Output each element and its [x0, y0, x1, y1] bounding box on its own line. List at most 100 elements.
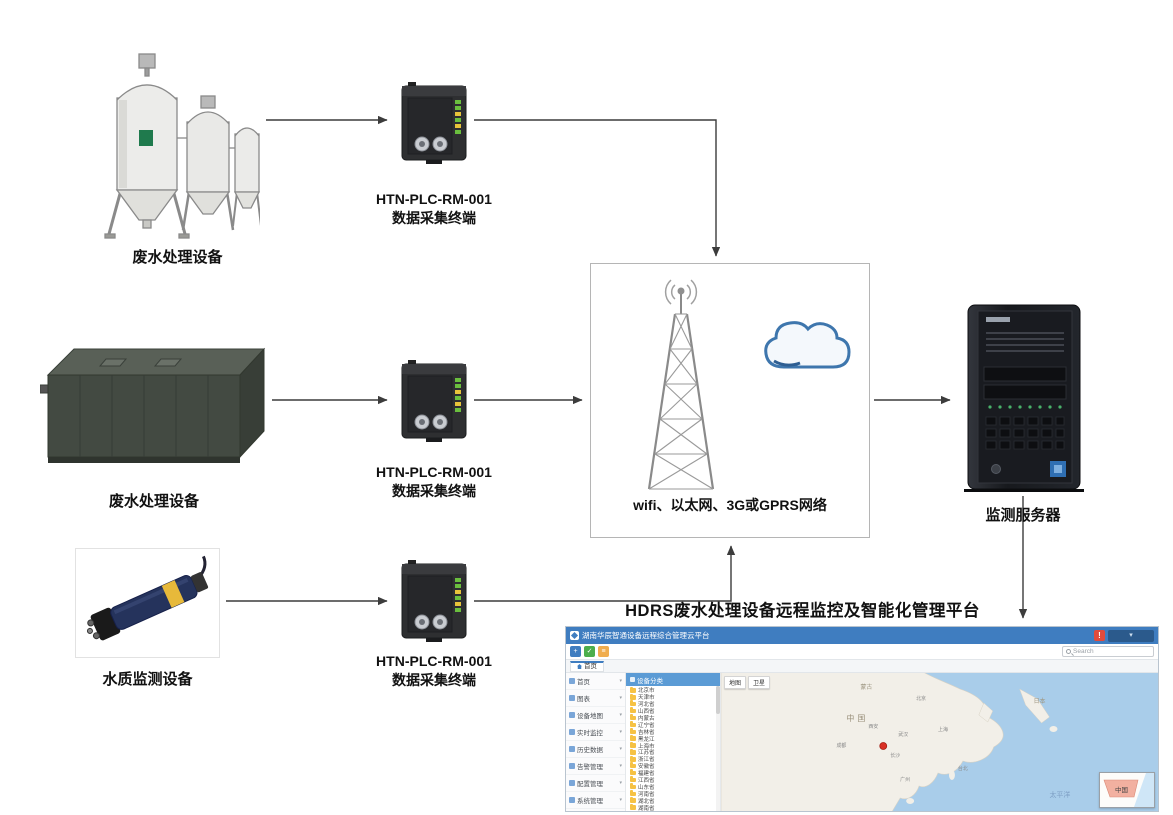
folder-label: 山东省 — [638, 784, 655, 791]
sidebar-menu-item[interactable]: 设备地图 ▾ — [566, 707, 625, 724]
alarm-icon[interactable]: ! — [1094, 630, 1105, 641]
communication-tower-icon — [647, 279, 851, 490]
device-tree-folder[interactable]: 山西省 — [630, 707, 716, 715]
folder-icon — [630, 755, 636, 762]
device-tree-folder[interactable]: 湖北省 — [630, 797, 716, 805]
server-tower-image — [958, 303, 1088, 493]
folder-label: 黑龙江 — [638, 736, 655, 743]
folder-label: 福建省 — [638, 771, 655, 778]
plc-type: 数据采集终端 — [392, 482, 476, 499]
device-tree-title: 设备分类 — [637, 677, 663, 685]
map-label-japan: 日本 — [1034, 697, 1046, 705]
sidebar-menu-item[interactable]: 图表 ▾ — [566, 690, 625, 707]
chevron-down-icon: ▾ — [619, 678, 622, 684]
platform-logo-icon — [570, 631, 579, 640]
platform-title: HDRS废水处理设备远程监控及智能化管理平台 — [625, 602, 980, 620]
network-label: wifi、以太网、3G或GPRS网络 — [633, 497, 827, 513]
user-menu[interactable]: ▾ — [1108, 629, 1154, 642]
map-type-map-button[interactable]: 地图 — [724, 676, 747, 689]
device-tree-folder[interactable]: 江西省 — [630, 776, 716, 785]
toolbar-confirm-button[interactable]: ✓ — [584, 646, 595, 657]
search-box[interactable] — [1062, 646, 1154, 657]
device-tree-folder[interactable]: 内蒙古 — [630, 714, 716, 722]
sidebar-menu-item[interactable]: 告警管理 ▾ — [566, 758, 625, 775]
device-tree-folder[interactable]: 浙江省 — [630, 755, 716, 763]
device-tree-folder[interactable]: 江苏省 — [630, 748, 716, 757]
folder-icon — [630, 714, 636, 721]
folder-label: 天津市 — [638, 695, 655, 702]
tab-home[interactable]: 首页 — [570, 660, 604, 672]
tree-scrollbar[interactable] — [716, 686, 720, 811]
device-tree-folder[interactable]: 吉林省 — [630, 728, 716, 736]
folder-icon — [630, 721, 636, 728]
wastewater-tanks-image — [95, 38, 262, 243]
sidebar-menu-item[interactable]: 系统管理 ▾ — [566, 792, 625, 809]
menu-item-icon — [569, 746, 575, 752]
sidebar-menu-item[interactable]: 实时监控 ▾ — [566, 724, 625, 741]
sidebar-menu-item[interactable]: 首页 ▾ — [566, 673, 625, 690]
map-city: 西安 — [868, 723, 878, 730]
folder-icon — [630, 700, 636, 707]
device-tree-folder[interactable]: 河北省 — [630, 700, 716, 709]
folder-label: 河北省 — [638, 702, 655, 709]
folder-icon — [630, 707, 636, 714]
device-tree-header: 设备分类 — [626, 673, 720, 686]
search-input[interactable] — [1073, 648, 1143, 655]
sensor-label: 水质监测设备 — [102, 671, 193, 688]
chevron-down-icon: ▾ — [619, 746, 622, 752]
platform-toolbar: + ✓ ≡ — [566, 644, 1158, 660]
menu-item-icon — [569, 695, 575, 701]
folder-label: 江西省 — [638, 778, 655, 785]
cloud-icon — [764, 321, 851, 369]
map-city: 成都 — [836, 742, 846, 749]
folder-label: 上海市 — [638, 743, 655, 750]
map-area[interactable]: 蒙古 中国 日本 太平洋 北京 西安 武汉 长沙 上海 成都 广州 台北 — [721, 673, 1158, 811]
folder-label: 湖南省 — [638, 805, 655, 811]
chevron-down-icon: ▾ — [619, 695, 622, 701]
search-icon — [1066, 649, 1071, 654]
map-type-satellite-button[interactable]: 卫星 — [748, 676, 771, 689]
device-tree-folder[interactable]: 辽宁省 — [630, 721, 716, 729]
chevron-down-icon: ▾ — [619, 712, 622, 718]
device-tree-folder[interactable]: 黑龙江 — [630, 735, 716, 743]
folder-label: 江苏省 — [638, 750, 655, 757]
map-controls: 地图 卫星 — [724, 676, 771, 689]
device-tree-folder[interactable]: 山东省 — [630, 783, 716, 791]
chevron-down-icon: ▾ — [619, 780, 622, 786]
map-inset-overview[interactable]: 中国 — [1099, 772, 1155, 808]
server-label: 监测服务器 — [985, 507, 1061, 524]
plc-type: 数据采集终端 — [392, 209, 476, 226]
plc-model: HTN-PLC-RM-001 — [376, 464, 492, 480]
china-map: 蒙古 中国 日本 太平洋 北京 西安 武汉 长沙 上海 成都 广州 台北 — [721, 673, 1158, 811]
menu-item-label: 首页 — [577, 679, 590, 686]
device-tree-folder[interactable]: 湖南省 — [630, 803, 716, 811]
menu-item-icon — [569, 678, 575, 684]
device-tree-folder[interactable]: 天津市 — [630, 693, 716, 702]
folder-icon — [630, 797, 636, 803]
device-map-marker[interactable] — [879, 742, 888, 750]
device-tree-folder[interactable]: 北京市 — [630, 686, 716, 694]
chevron-down-icon: ▾ — [619, 729, 622, 735]
map-label-country: 中国 — [846, 713, 868, 723]
device-tree-folder[interactable]: 上海市 — [630, 741, 716, 750]
device-tree-folder[interactable]: 河南省 — [630, 790, 716, 798]
plc-device-3 — [396, 560, 472, 642]
network-box: wifi、以太网、3G或GPRS网络 — [590, 263, 870, 538]
chevron-down-icon: ▾ — [619, 763, 622, 769]
device-tree-folder[interactable]: 福建省 — [630, 769, 716, 778]
map-city: 武汉 — [898, 731, 908, 738]
menu-item-icon — [569, 780, 575, 786]
toolbar-add-button[interactable]: + — [570, 646, 581, 657]
toolbar-list-button[interactable]: ≡ — [598, 646, 609, 657]
folder-icon — [630, 769, 636, 776]
folder-label: 湖北省 — [638, 798, 655, 805]
folder-icon — [630, 783, 636, 790]
map-label-mongolia: 蒙古 — [860, 683, 872, 691]
device-tree-folder[interactable]: 安徽省 — [630, 762, 716, 770]
folder-icon — [630, 728, 636, 735]
menu-item-icon — [569, 729, 575, 735]
sidebar-menu-item[interactable]: 历史数据 ▾ — [566, 741, 625, 758]
plc-type: 数据采集终端 — [392, 671, 476, 688]
tanks-label: 废水处理设备 — [132, 249, 223, 266]
sidebar-menu-item[interactable]: 配置管理 ▾ — [566, 775, 625, 792]
